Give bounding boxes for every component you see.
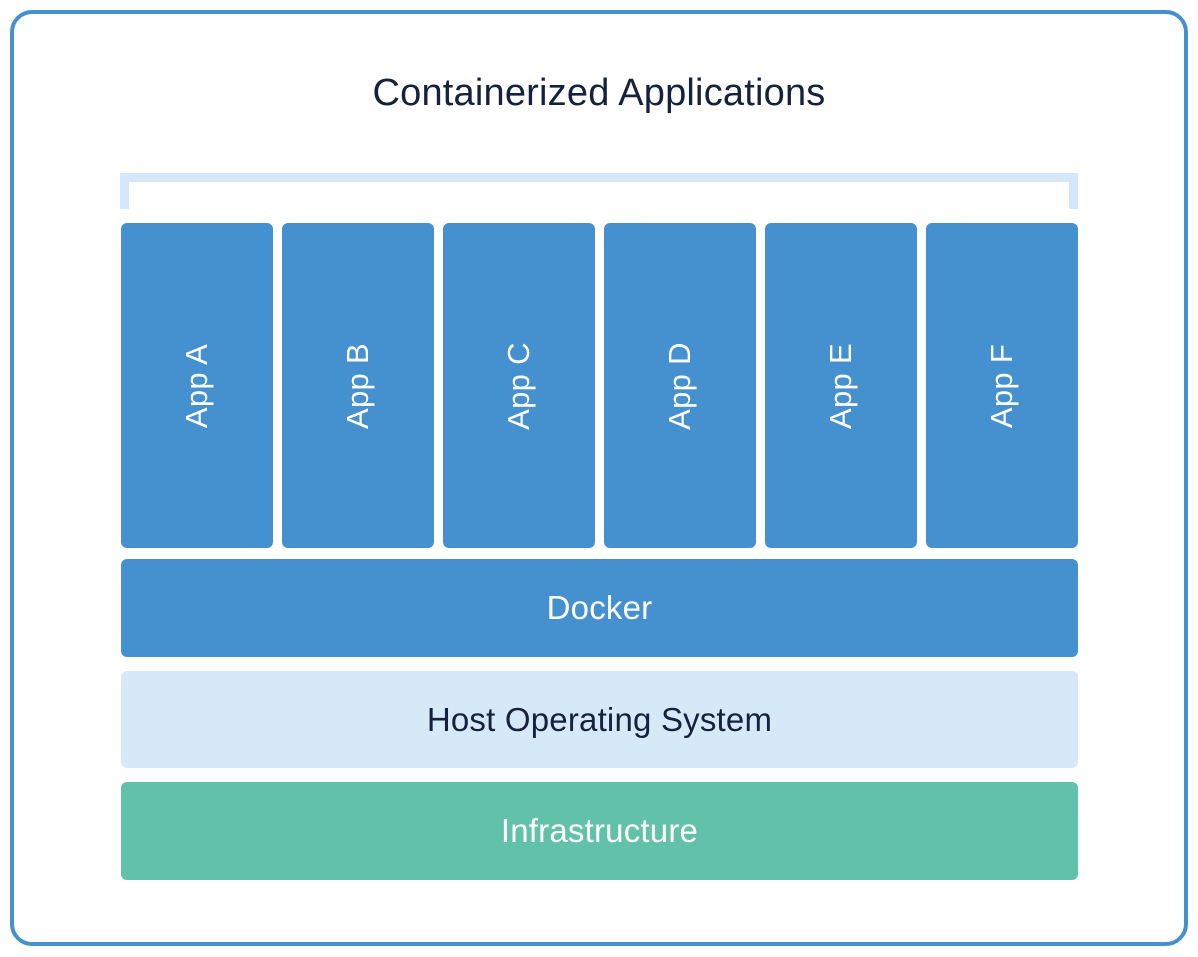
app-container-label: App C <box>500 341 536 430</box>
app-container-b[interactable]: App B <box>282 223 434 548</box>
app-container-a[interactable]: App A <box>121 223 273 548</box>
app-container-e[interactable]: App E <box>765 223 917 548</box>
app-container-label: App F <box>984 343 1019 428</box>
layer-host-operating-system[interactable]: Host Operating System <box>121 671 1078 768</box>
containerized-apps-bracket <box>120 173 1078 209</box>
app-container-label: App E <box>822 342 858 429</box>
app-container-label: App D <box>661 341 697 430</box>
app-container-d[interactable]: App D <box>604 223 756 548</box>
app-container-label: App A <box>179 343 214 428</box>
layer-infrastructure[interactable]: Infrastructure <box>121 782 1078 880</box>
app-container-c[interactable]: App C <box>443 223 595 548</box>
layer-docker[interactable]: Docker <box>121 559 1078 657</box>
app-container-label: App B <box>339 342 375 429</box>
page-title: Containerized Applications <box>372 72 826 114</box>
app-container-f[interactable]: App F <box>926 223 1078 548</box>
app-containers-row: App A App B App C App D App E App F <box>121 223 1078 548</box>
